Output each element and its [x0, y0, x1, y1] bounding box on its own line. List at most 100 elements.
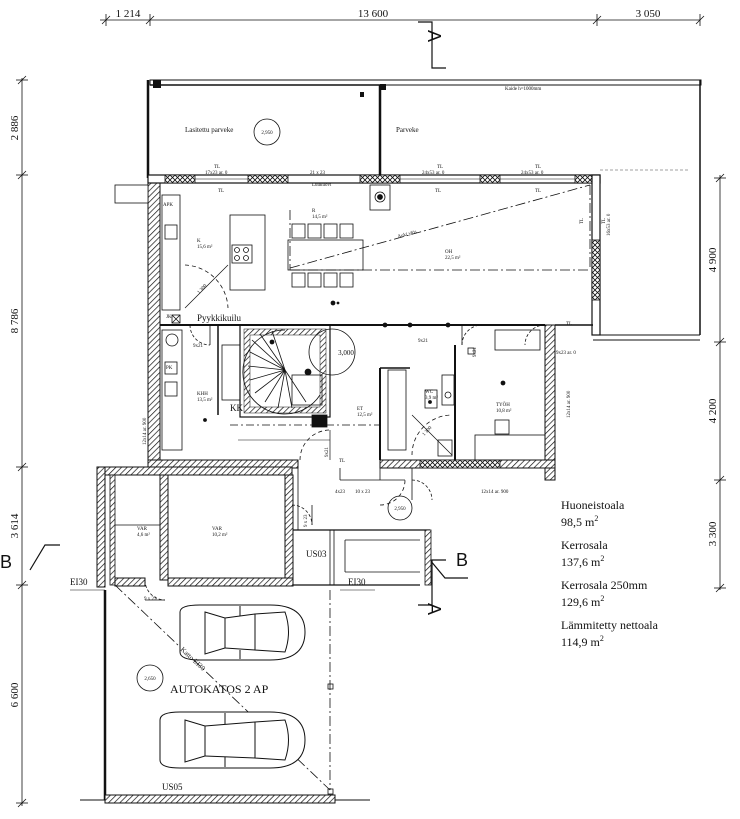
label-kaide: Kaide h=1000mm	[505, 87, 541, 92]
area-value: 129,6 m2	[561, 594, 605, 609]
room-var-1: VAR	[137, 527, 148, 532]
label-ei30-left: EI30	[70, 577, 88, 587]
section-marker-texts: A A B B	[0, 30, 468, 615]
area-summary: Huoneistoala 98,5 m2 Kerrosala 137,6 m2 …	[561, 498, 736, 658]
misc-marks	[114, 118, 451, 422]
car-1-icon	[179, 604, 306, 661]
house-walls	[147, 174, 601, 481]
label-door-9x21-1: 9x21	[193, 344, 204, 349]
height-3000: 3,000	[338, 349, 354, 357]
label-door-9x23-carport: 9 x 23	[144, 597, 157, 602]
room-tyoh-area: 10,8 m²	[496, 408, 512, 414]
entrance-lines	[115, 468, 433, 601]
area-huoneistoala: Huoneistoala 98,5 m2	[561, 498, 736, 529]
dim-left-3: 3 614	[9, 513, 21, 538]
dim-left-4: 6 600	[9, 682, 21, 707]
label-jk: JK	[166, 315, 172, 320]
dim-left-1: 2 886	[9, 115, 21, 140]
label-apk: APK	[163, 203, 173, 208]
kitchen-furniture	[161, 184, 591, 324]
khh-stairs	[161, 324, 380, 461]
label-window-2: 21 x 23	[310, 171, 326, 176]
room-lasitettu-parveke: Lasitettu parveke	[185, 126, 233, 134]
label-door-9x21-2: 9x21	[418, 339, 429, 344]
area-label: Kerrosala	[561, 538, 608, 552]
dimension-lines	[16, 14, 726, 808]
dim-top-1: 1 214	[116, 8, 141, 20]
label-window-4: 24x53 ar. 0	[521, 171, 544, 176]
room-khh-area: 13,5 m²	[197, 397, 213, 403]
area-label: Lämmitetty nettoala	[561, 618, 658, 632]
room-wc: WC	[425, 390, 434, 395]
room-k: K	[197, 239, 201, 244]
label-us05: US05	[162, 782, 183, 792]
label-tl-6: TL	[535, 189, 541, 194]
room-r-area: 14,5 m²	[312, 214, 328, 220]
label-pyykkikuilu: Pyykkikuilu	[197, 313, 242, 323]
label-door-9x23-var: 9 x 23	[304, 514, 309, 527]
section-b-right: B	[456, 550, 468, 570]
label-tl-5: TL	[435, 189, 441, 194]
area-value: 98,5 m2	[561, 514, 599, 529]
room-oh: OH	[445, 250, 453, 255]
label-tl-2: TL	[437, 165, 443, 170]
room-labels: Lasitettu parveke Parveke K 15,6 m² R 14…	[137, 126, 512, 696]
room-et: ET	[357, 407, 363, 412]
dim-left-2: 8 786	[9, 308, 21, 333]
height-marks: 2,950 3,000 2,950 2,650 1 300 1 300	[144, 131, 433, 682]
room-var-2: VAR	[212, 527, 223, 532]
label-ei30-right: EI30	[348, 577, 366, 587]
dim-top-2: 13 600	[358, 8, 389, 20]
area-value: 114,9 m2	[561, 634, 604, 649]
room-parveke: Parveke	[396, 126, 419, 134]
label-1300-wc: 1 300	[422, 425, 434, 437]
section-b-left: B	[0, 552, 12, 572]
label-luukuovi: Luukuovi	[312, 183, 332, 188]
label-door-9x21-3: 9x21	[473, 347, 478, 358]
label-pk: PK	[166, 366, 173, 371]
label-window-16x53: 16x53 ar. 0	[607, 213, 612, 236]
area-label: Huoneistoala	[561, 498, 625, 512]
label-window-9x23: 9x23 ar. 0	[556, 351, 576, 356]
dim-top-3: 3 050	[636, 8, 661, 20]
room-khh: KHH	[197, 392, 208, 397]
area-label: Kerrosala 250mm	[561, 578, 648, 592]
area-kerrosala-250mm: Kerrosala 250mm 129,6 m2	[561, 578, 736, 609]
label-tl-8: TL	[602, 218, 607, 224]
label-door-10x23: 10 x 23	[355, 490, 371, 495]
area-value: 137,6 m2	[561, 554, 605, 569]
label-window-12x14-2: 12x14 ar. 900	[567, 390, 572, 418]
room-tyoh: TYÖH	[496, 402, 510, 408]
room-var-1-area: 4,6 m²	[137, 532, 150, 538]
height-2950-balcony: 2,950	[261, 131, 273, 136]
label-tl-4: TL	[218, 189, 224, 194]
label-tl-9: TL	[566, 322, 572, 327]
label-tl-1: TL	[214, 165, 220, 170]
label-us03: US03	[306, 549, 327, 559]
dim-right-1: 4 900	[707, 247, 719, 272]
label-door-4x23: 4x23	[335, 490, 346, 495]
label-kk: KK	[230, 403, 243, 413]
dim-right-2: 4 200	[707, 398, 719, 423]
label-1300-kitchen: 1 300	[197, 283, 209, 295]
label-window-1: 17x23 ar. 0	[205, 171, 228, 176]
room-var-2-area: 10,2 m²	[212, 532, 228, 538]
dim-right-3: 3 300	[707, 521, 719, 546]
area-lammitetty-nettoala: Lämmitetty nettoala 114,9 m2	[561, 618, 736, 649]
room-wc-area: 3,9 m²	[425, 395, 438, 401]
label-door-9x21-4: 9x21	[325, 447, 330, 458]
section-a-bottom: A	[424, 603, 444, 615]
section-a-top: A	[424, 30, 444, 42]
label-tl-7: TL	[580, 218, 585, 224]
height-2950-entrance: 2,950	[394, 507, 406, 512]
label-tl-3: TL	[535, 165, 541, 170]
dimension-texts: 1 214 13 600 3 050 2 886 8 786 3 614 6 6…	[9, 8, 719, 707]
room-oh-area: 22,5 m²	[445, 255, 461, 261]
room-et-area: 12,5 m²	[357, 412, 373, 418]
room-autokatos: AUTOKATOS 2 AP	[170, 682, 269, 696]
height-2650: 2,650	[144, 677, 156, 682]
area-kerrosala: Kerrosala 137,6 m2	[561, 538, 736, 569]
wc-tyoh	[387, 324, 546, 461]
storage-walls	[96, 466, 432, 588]
